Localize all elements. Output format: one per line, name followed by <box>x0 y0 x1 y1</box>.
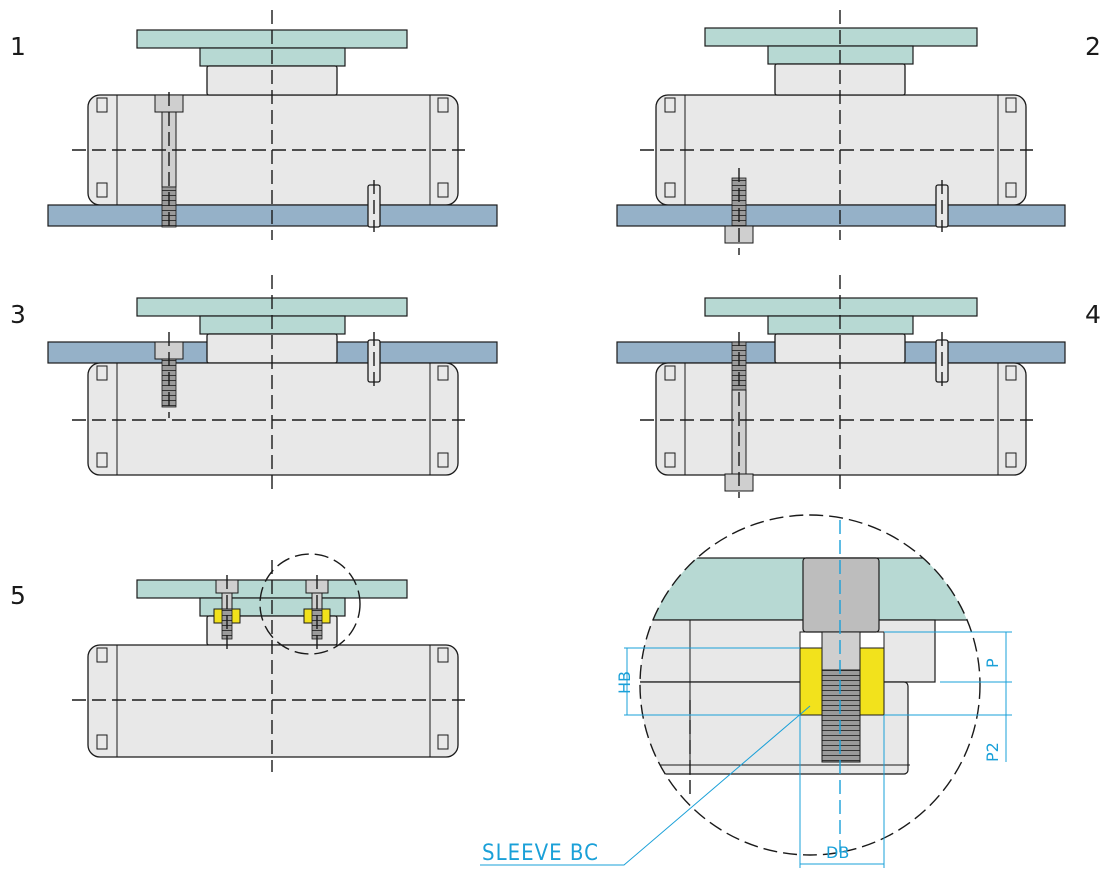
detail-circle <box>259 553 361 655</box>
figure-2 <box>616 10 1066 255</box>
figure-5 <box>72 553 465 772</box>
figure-label-4: 4 <box>1085 300 1101 329</box>
detail-view: HB P P2 DB SLEEVE BC <box>480 514 1012 868</box>
dimension-p: P <box>983 658 1002 668</box>
figure-4 <box>616 275 1066 498</box>
dimension-db: DB <box>826 843 849 862</box>
figure-label-2: 2 <box>1085 32 1101 61</box>
figure-label-1: 1 <box>10 32 26 61</box>
figure-label-5: 5 <box>10 581 26 610</box>
dimension-p2: P2 <box>983 742 1002 762</box>
figure-1 <box>47 10 498 240</box>
figure-3 <box>47 275 498 492</box>
figure-label-3: 3 <box>10 300 26 329</box>
sleeve-callout: SLEEVE BC <box>482 841 599 866</box>
dimension-hb: HB <box>615 671 634 694</box>
